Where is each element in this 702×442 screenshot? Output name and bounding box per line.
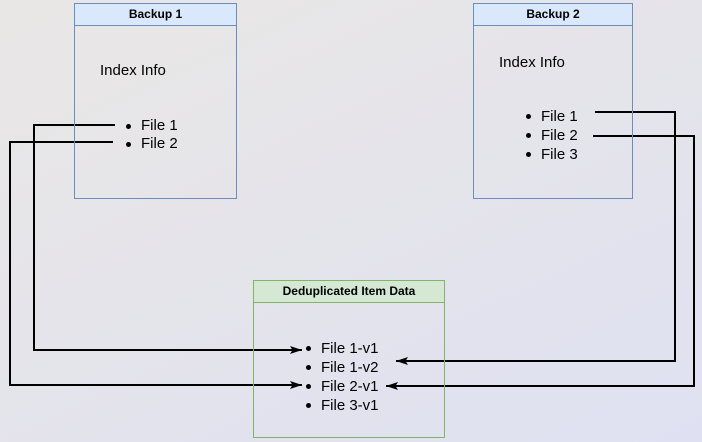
backup2-title: Backup 2: [474, 4, 632, 26]
backup1-title: Backup 1: [75, 4, 236, 26]
backup1-file-item: File 2: [126, 135, 178, 153]
dedup-item-list: File 1-v1 File 1-v2 File 2-v1 File 3-v1: [306, 339, 379, 415]
backup1-box: Backup 1 Index Info File 1 File 2: [74, 3, 237, 199]
backup2-file-list: File 1 File 2 File 3: [526, 107, 578, 164]
backup2-index-info-label: Index Info: [499, 54, 565, 71]
backup2-file-item: File 1: [526, 107, 578, 126]
dedup-item: File 3-v1: [306, 396, 379, 415]
backup2-box: Backup 2 Index Info File 1 File 2 File 3: [473, 3, 633, 199]
dedup-item: File 2-v1: [306, 377, 379, 396]
backup1-file-item: File 1: [126, 117, 178, 135]
backup2-file-item: File 2: [526, 126, 578, 145]
dedup-item: File 1-v2: [306, 358, 379, 377]
deduplicated-item-data-box: Deduplicated Item Data File 1-v1 File 1-…: [253, 280, 445, 438]
backup2-file-item: File 3: [526, 145, 578, 164]
backup1-index-info-label: Index Info: [100, 62, 166, 79]
dedup-item: File 1-v1: [306, 339, 379, 358]
dedup-title: Deduplicated Item Data: [254, 281, 444, 303]
backup1-file-list: File 1 File 2: [126, 117, 178, 153]
